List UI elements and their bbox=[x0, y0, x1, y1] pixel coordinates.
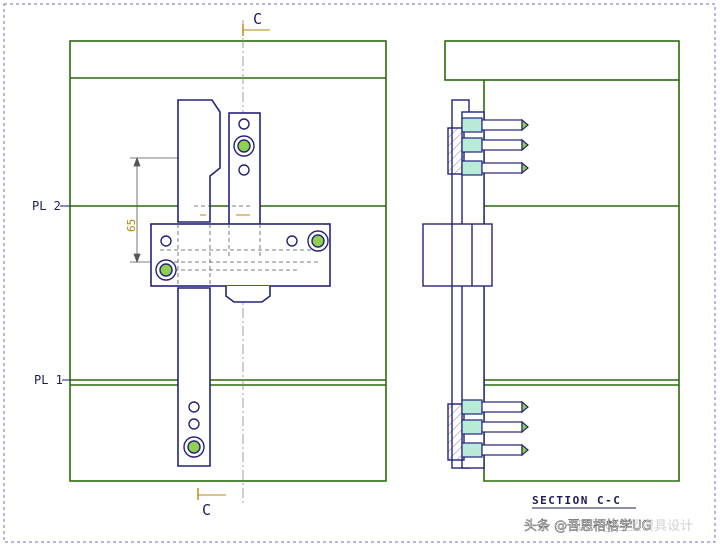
section-bolts-lower bbox=[461, 399, 529, 458]
holes bbox=[160, 118, 298, 430]
front-view bbox=[69, 40, 387, 482]
hole bbox=[238, 164, 250, 176]
pl1-label: PL 1 bbox=[34, 373, 63, 387]
hidden-lines bbox=[160, 205, 320, 286]
bolt-icon bbox=[461, 442, 529, 458]
section-title: SECTION C-C bbox=[532, 494, 621, 507]
section-mark-top: C bbox=[253, 10, 262, 28]
drawing-border bbox=[3, 3, 716, 543]
bolt-icon bbox=[183, 436, 205, 458]
top-plate-section bbox=[444, 40, 680, 81]
section-mark-bottom: C bbox=[202, 501, 211, 519]
latch-bar-long bbox=[177, 99, 221, 467]
bolt-icon bbox=[461, 117, 529, 133]
section-bolts-upper bbox=[461, 117, 529, 176]
hole bbox=[160, 235, 172, 247]
bolt-icon bbox=[461, 137, 529, 153]
bolt-icon bbox=[233, 135, 255, 157]
bolt-icon bbox=[461, 419, 529, 435]
bolt-icon bbox=[307, 230, 329, 252]
dimension-text: 65 bbox=[125, 219, 138, 232]
mold-frame bbox=[69, 40, 387, 482]
hole bbox=[188, 418, 200, 430]
section-view bbox=[444, 40, 680, 482]
bolts bbox=[155, 135, 329, 458]
latch-block bbox=[150, 223, 331, 303]
pl2-label: PL 2 bbox=[32, 199, 61, 213]
bolt-icon bbox=[461, 399, 529, 415]
watermark-toutiao: 头条 @吾思梧恪学UG bbox=[524, 518, 652, 534]
hole bbox=[188, 401, 200, 413]
hole bbox=[286, 235, 298, 247]
bolt-icon bbox=[155, 259, 177, 281]
section-latch-plates bbox=[422, 99, 493, 469]
bolt-icon bbox=[461, 160, 529, 176]
hole bbox=[238, 118, 250, 130]
watermark-zhihu: 知乎 @注塑模具设计 bbox=[572, 518, 693, 534]
